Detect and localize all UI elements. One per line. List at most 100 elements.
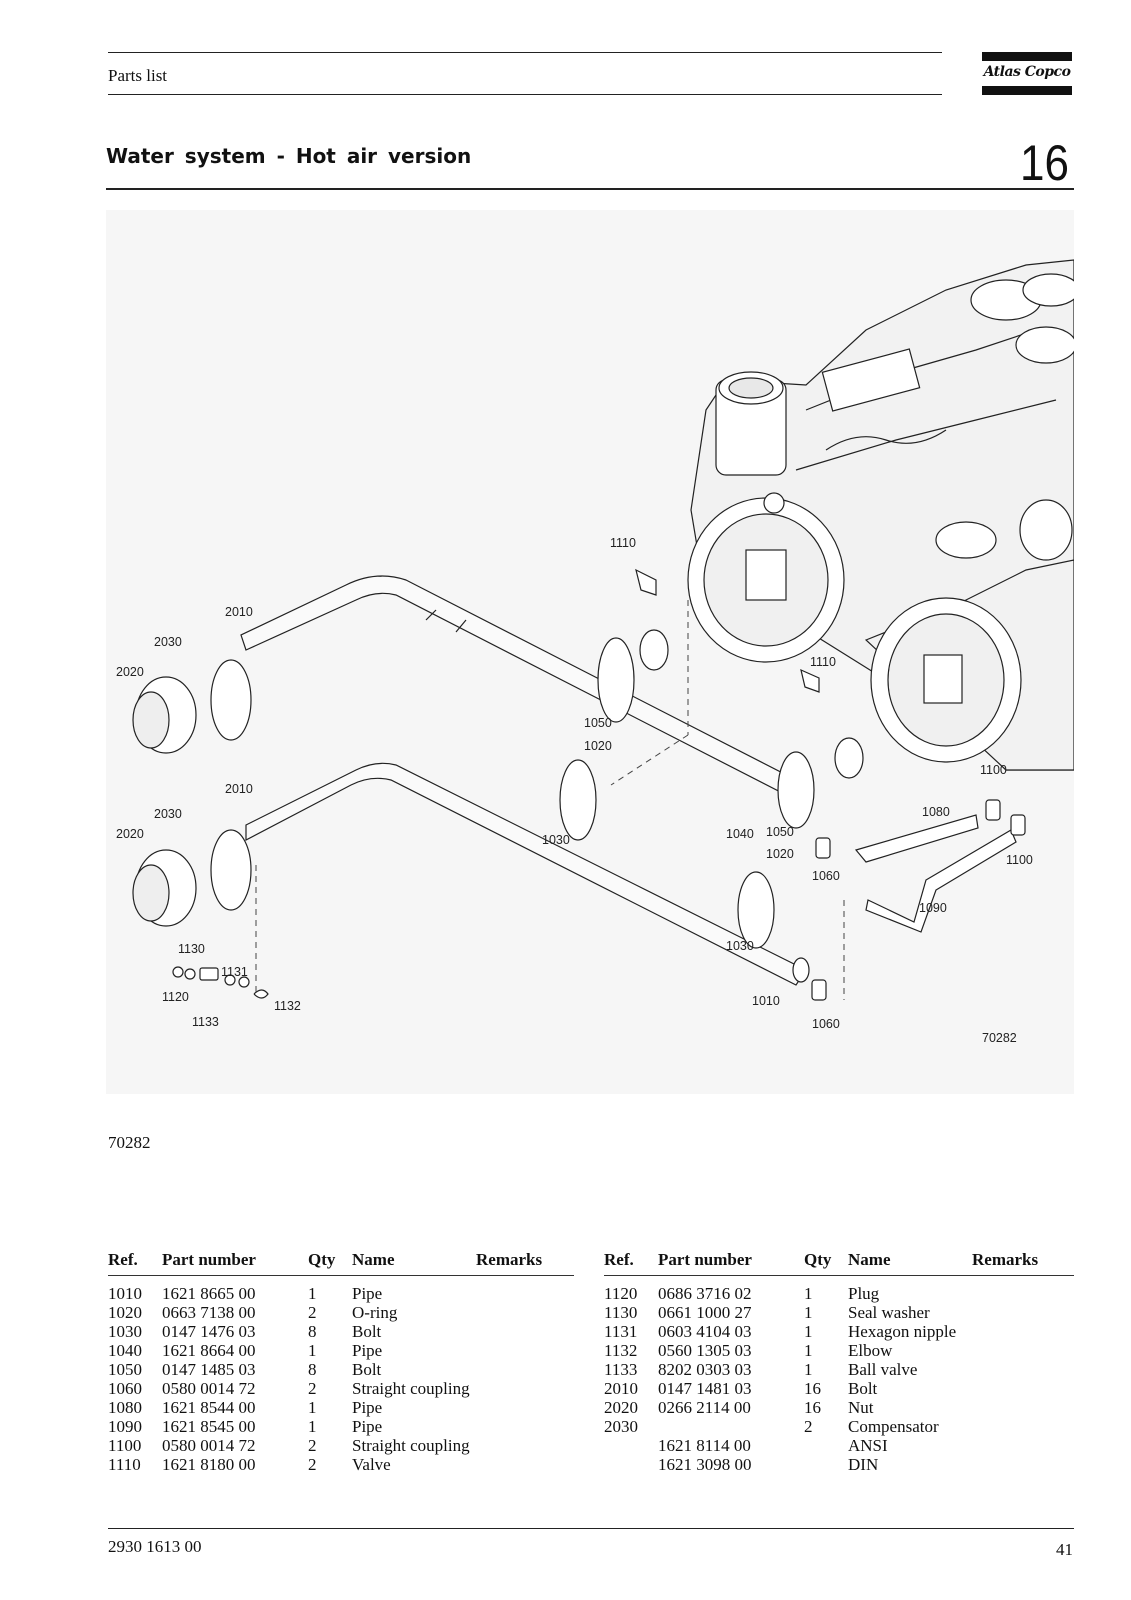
cell-ref: 1120 bbox=[604, 1284, 638, 1303]
callout-2010-b: 2010 bbox=[225, 782, 253, 796]
cell-name: Pipe bbox=[352, 1341, 383, 1360]
cell-qty: 16 bbox=[804, 1379, 821, 1398]
callout-1110-b: 1110 bbox=[810, 655, 836, 669]
cell-part-number: 0686 3716 02 bbox=[658, 1284, 752, 1303]
cell-part-number: 1621 8114 00 bbox=[658, 1436, 751, 1455]
cell-name: Plug bbox=[848, 1284, 880, 1303]
cell-qty: 2 bbox=[308, 1455, 317, 1474]
cell-remarks bbox=[476, 1360, 574, 1379]
callout-1050-a: 1050 bbox=[584, 716, 612, 730]
cell-remarks bbox=[972, 1360, 1074, 1379]
cell-name: ANSI bbox=[848, 1436, 888, 1455]
cell-ref: 1010 bbox=[108, 1284, 142, 1303]
cell-remarks bbox=[476, 1303, 574, 1322]
cell-ref bbox=[604, 1455, 658, 1474]
drawing-svg: 1110 1110 2010 2030 2020 1050 1020 2010 … bbox=[116, 259, 1080, 1045]
cell-name: Straight coupling bbox=[352, 1379, 470, 1398]
cell-ref: 1020 bbox=[108, 1303, 142, 1322]
parts-table-right: Ref. Part number Qty Name Remarks 1120 06… bbox=[604, 1250, 1074, 1474]
callout-1110-a: 1110 bbox=[610, 536, 636, 550]
cell-remarks bbox=[972, 1341, 1074, 1360]
col-header-part-number: Part number bbox=[658, 1250, 752, 1269]
callout-1050-b: 1050 bbox=[766, 825, 794, 839]
logo-top-bar bbox=[982, 52, 1072, 61]
header-label: Parts list bbox=[108, 66, 168, 85]
footer-rule bbox=[108, 1528, 1074, 1529]
exploded-view-drawing: 1110 1110 2010 2030 2020 1050 1020 2010 … bbox=[106, 210, 1080, 1094]
cell-remarks bbox=[972, 1455, 1074, 1474]
cell-remarks bbox=[476, 1379, 574, 1398]
logo-text: Atlas Copco bbox=[983, 64, 1071, 80]
cell-part-number: 1621 8664 00 bbox=[162, 1341, 256, 1360]
callout-1020-b: 1020 bbox=[766, 847, 794, 861]
cell-ref: 2020 bbox=[604, 1398, 638, 1417]
callout-1090: 1090 bbox=[919, 901, 947, 915]
cell-ref: 1132 bbox=[604, 1341, 638, 1360]
cell-qty bbox=[804, 1455, 848, 1474]
callout-1060-b: 1060 bbox=[812, 1017, 840, 1031]
callout-2030-b: 2030 bbox=[154, 807, 182, 821]
cell-name: Bolt bbox=[848, 1379, 878, 1398]
callout-1131: 1131 bbox=[221, 965, 248, 979]
cell-ref: 1110 bbox=[108, 1455, 141, 1474]
cell-qty: 8 bbox=[308, 1322, 317, 1341]
cell-qty: 2 bbox=[308, 1303, 317, 1322]
cell-ref: 1040 bbox=[108, 1341, 142, 1360]
atlas-copco-logo: Atlas Copco bbox=[982, 52, 1072, 96]
cell-ref: 1130 bbox=[604, 1303, 638, 1322]
col-header-remarks: Remarks bbox=[972, 1250, 1039, 1269]
cell-ref: 1100 bbox=[108, 1436, 142, 1455]
cell-part-number: 0663 7138 00 bbox=[162, 1303, 256, 1322]
callout-1030-b: 1030 bbox=[726, 939, 754, 953]
cell-qty: 2 bbox=[308, 1436, 317, 1455]
cell-ref: 1050 bbox=[108, 1360, 142, 1379]
cell-name: Compensator bbox=[848, 1417, 939, 1436]
section-number: 16 bbox=[1020, 135, 1069, 191]
cell-remarks bbox=[476, 1274, 574, 1303]
cell-name: O-ring bbox=[352, 1303, 398, 1322]
cell-ref: 1060 bbox=[108, 1379, 142, 1398]
cell-ref: 1080 bbox=[108, 1398, 142, 1417]
col-header-qty: Qty bbox=[804, 1250, 832, 1269]
cell-part-number: 0266 2114 00 bbox=[658, 1398, 751, 1417]
figure-caption: 70282 bbox=[108, 1133, 151, 1152]
guide-lines bbox=[255, 600, 845, 1000]
cell-ref: 1090 bbox=[108, 1417, 142, 1436]
cell-name: DIN bbox=[848, 1455, 879, 1474]
callout-2020-a: 2020 bbox=[116, 665, 144, 679]
cell-part-number: 0147 1476 03 bbox=[162, 1322, 256, 1341]
cell-qty: 1 bbox=[308, 1398, 317, 1417]
cell-name: Pipe bbox=[352, 1398, 383, 1417]
cell-remarks bbox=[972, 1398, 1074, 1417]
table-row: 1020 0663 7138 00 2 O-ring bbox=[108, 1303, 574, 1322]
table-left-header-rule bbox=[108, 1275, 574, 1276]
cell-qty: 1 bbox=[308, 1341, 317, 1360]
lower-pipe-assembly bbox=[132, 759, 1026, 1001]
callout-1100-a: 1100 bbox=[980, 763, 1007, 777]
cell-remarks bbox=[972, 1303, 1074, 1322]
title-rule bbox=[106, 188, 1074, 190]
cell-qty: 16 bbox=[804, 1398, 821, 1417]
cell-part-number: 0560 1305 03 bbox=[658, 1341, 752, 1360]
callout-1080: 1080 bbox=[922, 805, 950, 819]
table-row: 1040 1621 8664 00 1 Pipe bbox=[108, 1341, 574, 1360]
col-header-remarks: Remarks bbox=[476, 1250, 543, 1269]
cell-remarks bbox=[972, 1436, 1074, 1455]
machine-body bbox=[687, 259, 1080, 771]
cell-part-number bbox=[658, 1417, 804, 1436]
table-header-row: Ref. Part number Qty Name Remarks bbox=[604, 1250, 1074, 1274]
cell-name: Elbow bbox=[848, 1341, 893, 1360]
cell-qty: 1 bbox=[804, 1284, 813, 1303]
callout-2030-a: 2030 bbox=[154, 635, 182, 649]
